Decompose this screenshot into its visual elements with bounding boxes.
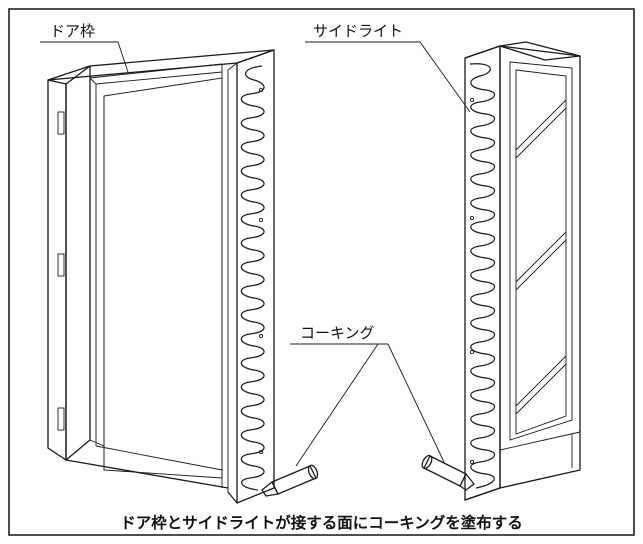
label-sidelight: サイドライト bbox=[305, 22, 471, 113]
sidelight-label: サイドライト bbox=[313, 22, 403, 40]
caulking-bead-right bbox=[469, 63, 496, 489]
caulking-bead-left bbox=[240, 65, 265, 491]
sidelight-illustration bbox=[464, 41, 581, 501]
label-door-frame: ドア枠 bbox=[40, 22, 129, 73]
door-frame-illustration bbox=[47, 49, 275, 504]
diagram-border bbox=[8, 8, 635, 536]
caulking-tube-left bbox=[261, 464, 319, 497]
label-caulking: コーキング bbox=[290, 324, 445, 467]
door-frame-label: ドア枠 bbox=[50, 22, 95, 40]
caption: ドア枠とサイドライトが接する面にコーキングを塗布する bbox=[120, 513, 523, 532]
caulking-label: コーキング bbox=[300, 324, 375, 342]
caulking-tube-right bbox=[421, 454, 475, 491]
